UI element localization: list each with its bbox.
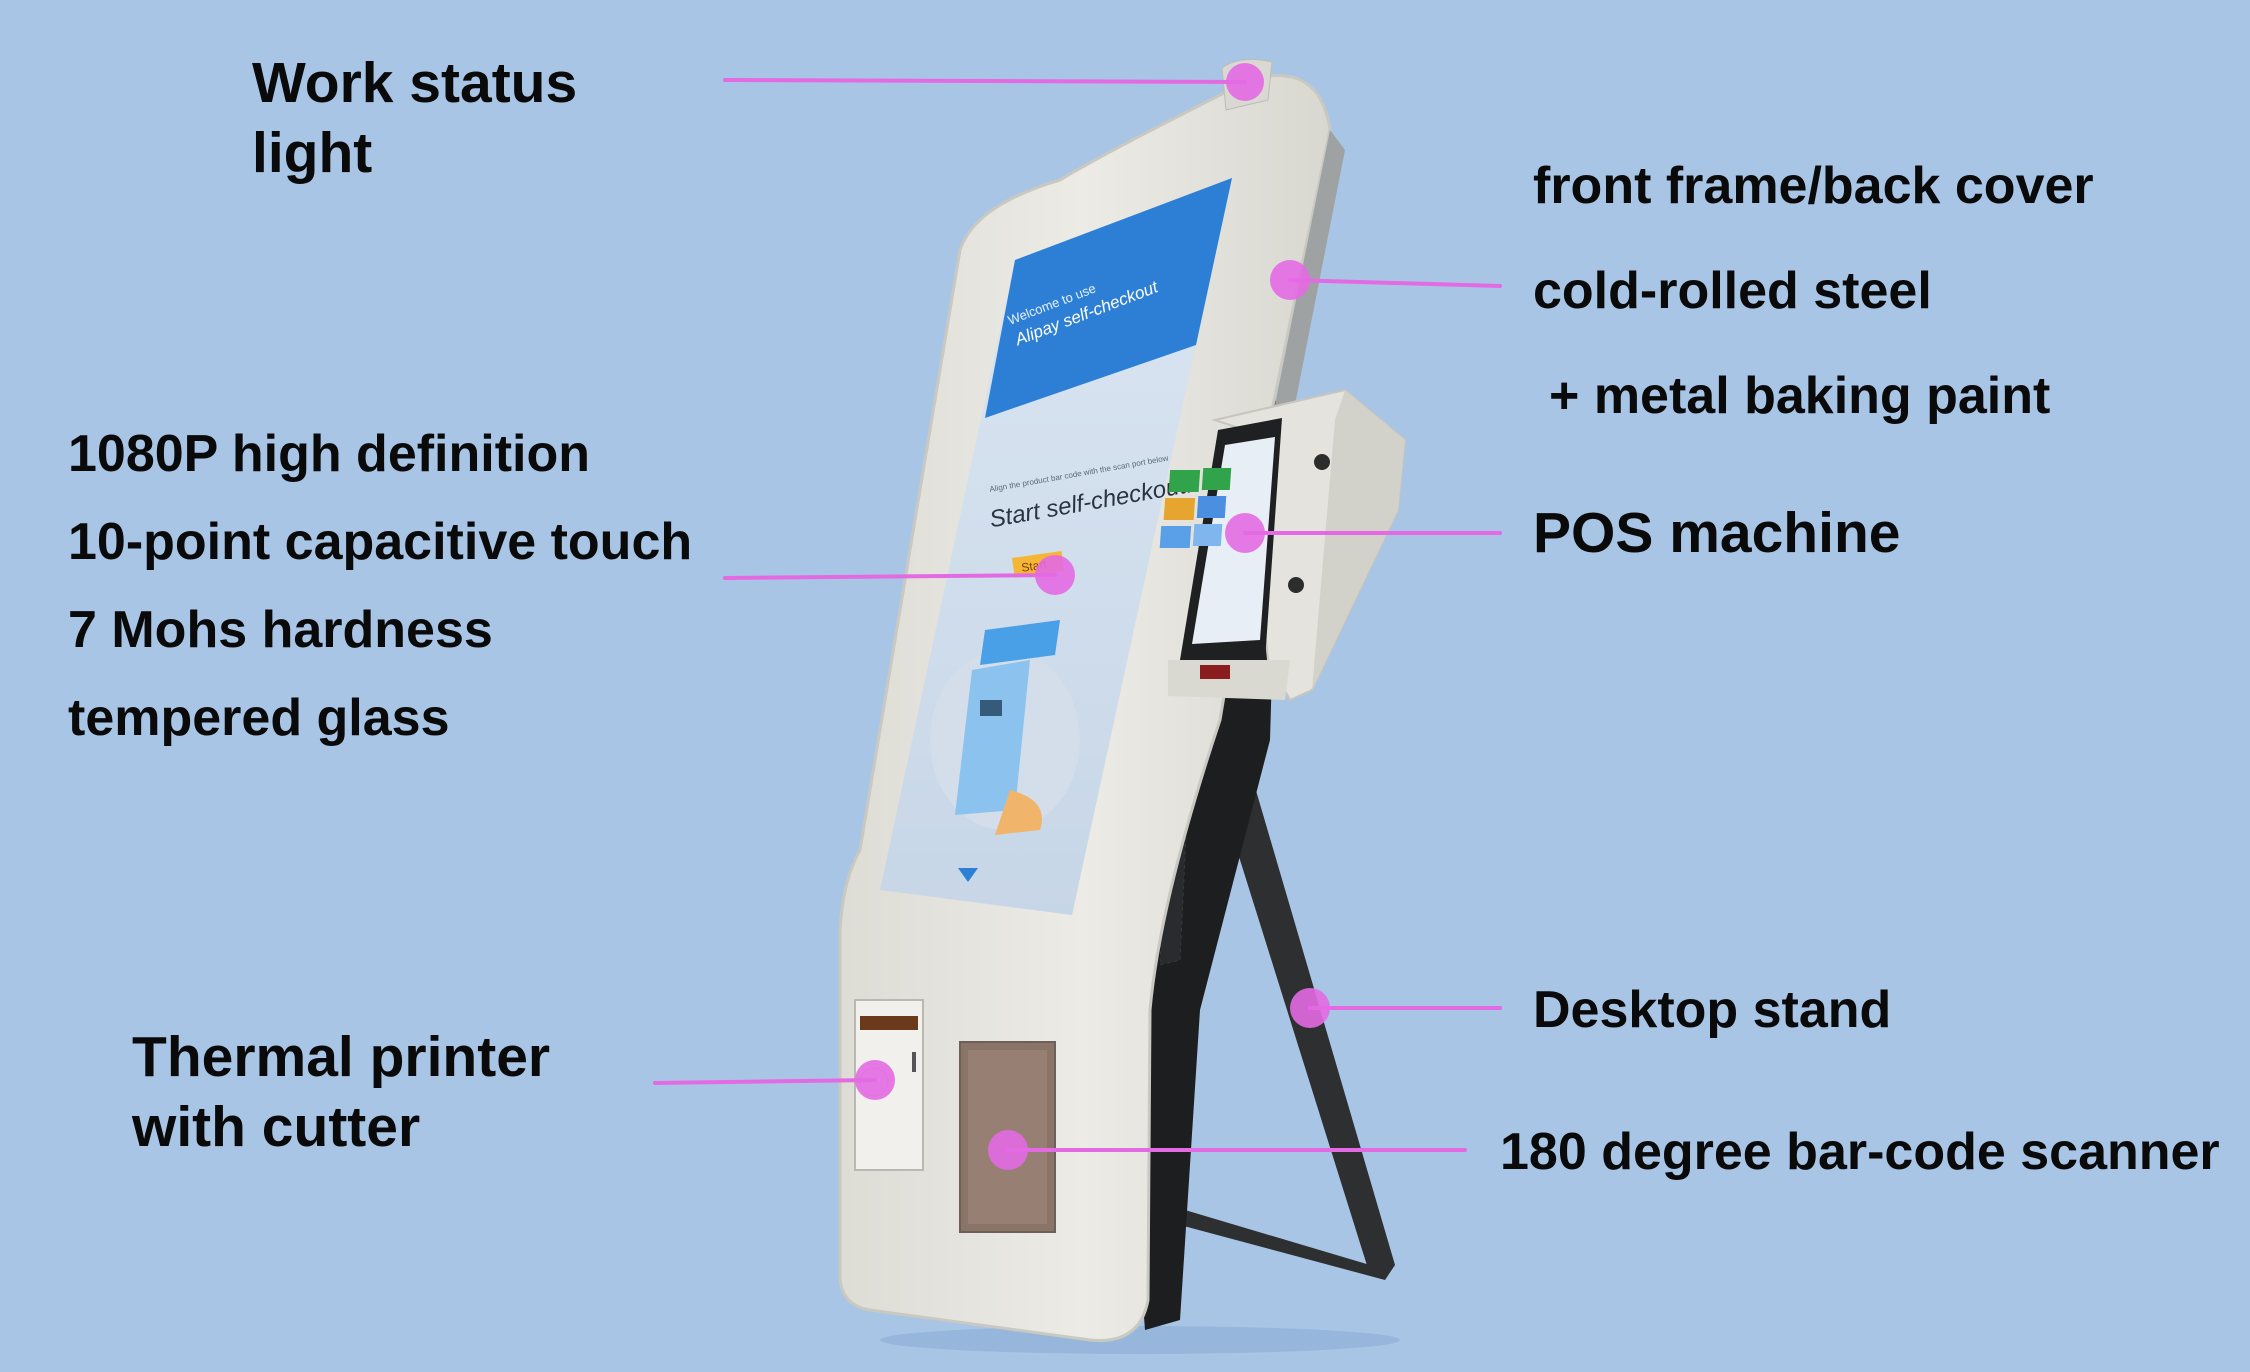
screen-banner — [985, 178, 1232, 418]
label-pos-machine: POS machine — [1533, 501, 1901, 565]
label-line: 10-point capacitive touch — [68, 513, 693, 571]
label-work-status-light: Work status light — [252, 48, 577, 188]
label-line: with cutter — [132, 1095, 421, 1159]
label-desktop-stand: Desktop stand — [1533, 981, 1892, 1039]
label-line: cold-rolled steel — [1533, 262, 1932, 320]
dot-front-frame — [1270, 260, 1310, 300]
dot-stand — [1290, 988, 1330, 1028]
screen-scroll-arrow — [958, 868, 978, 882]
label-thermal-printer: Thermal printer with cutter — [132, 1022, 550, 1162]
label-line: light — [252, 121, 373, 185]
callout-lines — [653, 78, 1502, 1152]
label-line: tempered glass — [68, 689, 450, 747]
dot-status-light — [1226, 63, 1264, 101]
label-line: Thermal printer — [132, 1025, 551, 1089]
label-line: 1080P high definition — [68, 425, 591, 483]
label-display: 1080P high definition 10-point capacitiv… — [68, 428, 692, 744]
callout-dots — [855, 63, 1330, 1170]
dot-scanner — [988, 1130, 1028, 1170]
dot-pos — [1225, 513, 1265, 553]
floor-shadow — [880, 1326, 1400, 1354]
label-front-frame: front frame/back cover cold-rolled steel… — [1533, 160, 2094, 422]
label-scanner: 180 degree bar-code scanner — [1500, 1123, 2220, 1181]
label-line: + metal baking paint — [1549, 367, 2051, 425]
screen-phone-illustration — [930, 620, 1080, 835]
label-line: Work status — [252, 51, 578, 115]
dot-printer — [855, 1060, 895, 1100]
label-line: 7 Mohs hardness — [68, 601, 493, 659]
dot-display — [1035, 555, 1075, 595]
label-line: front frame/back cover — [1533, 157, 2094, 215]
